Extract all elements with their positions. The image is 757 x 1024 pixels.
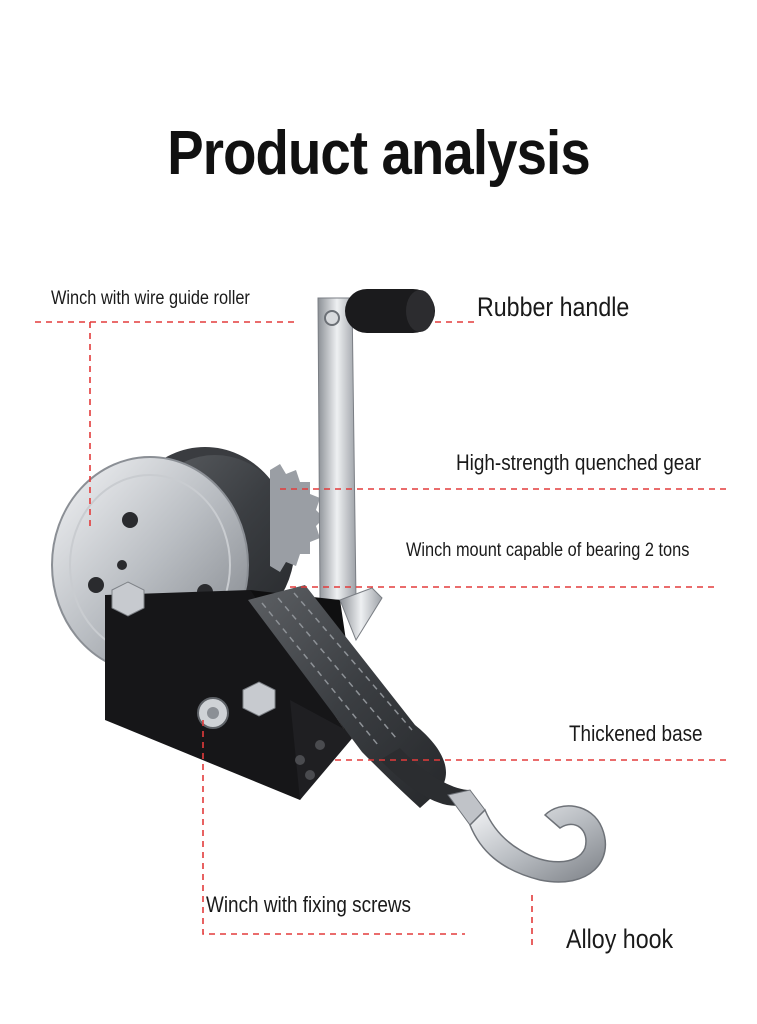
label-guide-roller: Winch with wire guide roller (51, 288, 250, 309)
label-base: Thickened base (569, 721, 703, 746)
label-fixing-screws: Winch with fixing screws (206, 892, 412, 917)
leader-fixing-screws (202, 720, 465, 935)
label-mount: Winch mount capable of bearing 2 tons (406, 540, 690, 561)
label-rubber-handle: Rubber handle (477, 292, 630, 322)
page-title: Product analysis (167, 119, 590, 188)
label-alloy-hook: Alloy hook (566, 924, 674, 954)
label-gear: High-strength quenched gear (456, 450, 702, 475)
